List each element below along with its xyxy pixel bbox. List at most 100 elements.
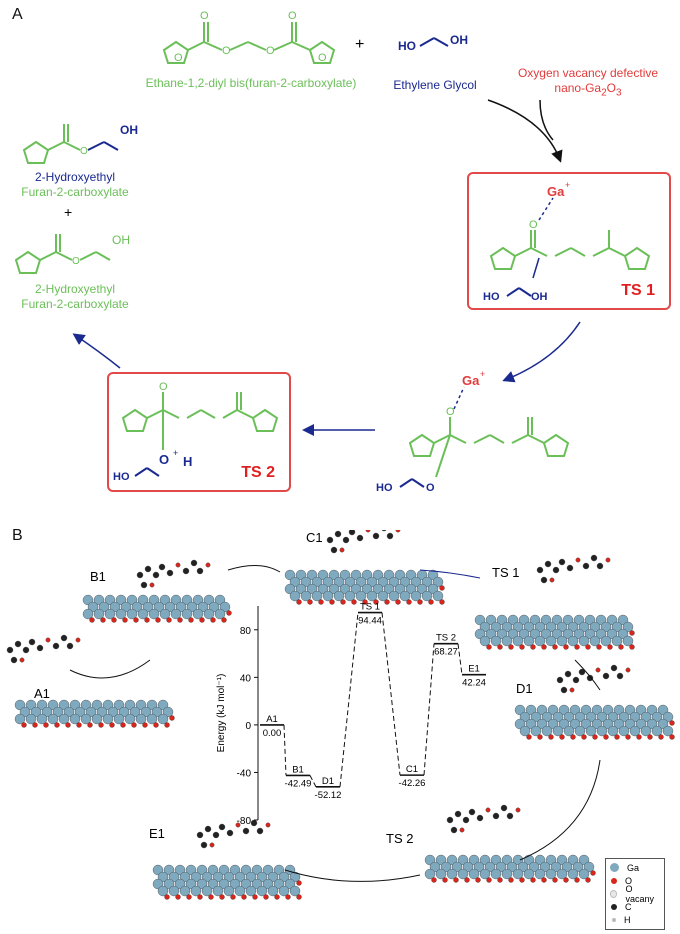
slab-d1-o-atom	[614, 734, 620, 740]
slab-b1-ga-atom	[214, 608, 226, 620]
y-axis-label: Energy (kJ mol⁻¹)	[216, 674, 227, 753]
state-label: B1	[292, 764, 304, 775]
mol-a1-atom	[36, 644, 44, 652]
slab-a1-ga-atom	[157, 713, 169, 725]
mol-ts2-atom	[485, 807, 491, 813]
ts2-h: H	[183, 454, 192, 469]
slab-ts2-ga-atom	[446, 868, 458, 880]
slab-b1-ga-atom	[115, 608, 127, 620]
slab-d1-ga-atom	[607, 725, 619, 737]
slab-ts2-o-atom	[497, 877, 503, 883]
slab-c1-o-atom	[329, 599, 335, 605]
slab-b1-o-atom	[111, 617, 117, 623]
ts1-oh: OH	[531, 291, 548, 303]
connector-curve	[227, 565, 281, 573]
catalyst-sub1: 2	[601, 87, 607, 99]
mol-ts1-atom	[590, 554, 598, 562]
panel-a-arrows	[72, 99, 581, 436]
slab-c1-o-atom	[395, 599, 401, 605]
slab-b1-ga-atom	[170, 608, 182, 620]
slab-b1-ga-atom	[192, 608, 204, 620]
connector-curve	[69, 659, 151, 679]
slab-d1-o-atom	[647, 734, 653, 740]
slab-b1-ga-atom	[104, 608, 116, 620]
slab-ts1-ga-atom	[512, 635, 524, 647]
slab-a1-ga-atom	[146, 713, 158, 725]
slab-d1-ga-atom	[629, 725, 641, 737]
mol-c1-atom	[386, 532, 394, 540]
slab-a1-ga-atom	[47, 713, 59, 725]
slab-ts2-o-atom	[574, 877, 580, 883]
slab-c1-o-atom	[406, 599, 412, 605]
slab-ts1-o-atom	[585, 644, 591, 650]
slab-ts2-o-atom	[508, 877, 514, 883]
legend-item-h: H	[610, 913, 660, 926]
mol-b1-atom	[205, 562, 211, 568]
slab-c1-ga-atom	[289, 590, 301, 602]
slab-ts2-ga-atom	[534, 868, 546, 880]
mol-ts1-atom	[575, 557, 581, 563]
reactant1-name: Ethane-1,2-diyl bis(furan-2-carboxylate)	[145, 76, 357, 90]
slab-ts2-ga-atom	[567, 868, 579, 880]
legend-item-o: O	[610, 874, 660, 887]
catalyst-line2: nano-Ga2O3	[498, 81, 678, 100]
mol-c1-atom	[365, 530, 371, 533]
slab-a1-o-atom	[164, 722, 170, 728]
slab-e1-ga-atom	[234, 885, 246, 897]
slab-c1-ga-atom	[410, 590, 422, 602]
slab-b1-o-atom	[144, 617, 150, 623]
slab-b1-o-atom	[122, 617, 128, 623]
slab-c1-ga-atom	[377, 590, 389, 602]
product2-name: 2-Hydroxyethyl Furan-2-carboxylate	[0, 282, 150, 312]
state-label: TS 1	[360, 602, 380, 613]
mol-a1-atom	[60, 634, 68, 642]
p1-o: O	[80, 146, 88, 157]
legend-item-ovac: O vacany	[610, 884, 660, 904]
slab-e1-o-atom	[175, 894, 181, 900]
mol-ts1-atom	[566, 564, 574, 572]
slab-ts2-o-atom	[431, 877, 437, 883]
mol-e1-atom	[200, 841, 208, 849]
slab-ts2-o-atom	[475, 877, 481, 883]
product1-name: 2-Hydroxyethyl Furan-2-carboxylate	[0, 170, 150, 200]
slab-c1-o-atom	[307, 599, 313, 605]
slab-d1-o-atom	[669, 734, 675, 740]
mol-c1-atom	[330, 546, 338, 554]
svg-text:O: O	[200, 10, 209, 22]
mol-a1-atom	[6, 646, 14, 654]
slab-d1-o-atom	[559, 734, 565, 740]
energy-connector	[423, 643, 435, 776]
slab-b1-o-atom	[177, 617, 183, 623]
ts2-box: O HO O + H TS 2	[107, 372, 291, 492]
mol-d1-atom	[560, 686, 568, 694]
legend-label-ovac: O vacany	[625, 883, 654, 904]
mol-ts2-atom	[454, 810, 462, 818]
slab-ts1-o-atom	[618, 644, 624, 650]
mol-ts2-atom	[506, 812, 514, 820]
slab-d1-o-atom	[625, 734, 631, 740]
slab-b1-o-atom	[188, 617, 194, 623]
int-ga: Ga	[462, 373, 480, 388]
slab-a1-ga-atom	[25, 713, 37, 725]
label-b1: B1	[90, 569, 106, 584]
state-value-label: -42.26	[399, 778, 426, 789]
ts2-label: TS 2	[241, 464, 275, 481]
mol-a1-atom	[19, 657, 25, 663]
slab-a1-o-atom	[65, 722, 71, 728]
slab-b1-ga-atom	[93, 608, 105, 620]
mol-d1-atom	[564, 670, 572, 678]
slab-b1-o-atom	[133, 617, 139, 623]
mol-a1-atom	[66, 642, 74, 650]
c-atom-icon	[611, 903, 617, 910]
mol-d1-atom	[595, 667, 601, 673]
slab-a1-o-atom	[169, 715, 175, 721]
mol-b1-atom	[152, 571, 160, 579]
slab-e1-o-atom	[164, 894, 170, 900]
slab-c1-ga-atom	[399, 590, 411, 602]
ts2-o-charge: +	[173, 448, 178, 458]
reactant2-name: Ethylene Glycol	[393, 78, 477, 92]
state-value-label: -52.12	[315, 790, 342, 801]
mol-a1-atom	[45, 637, 51, 643]
slab-e1-ga-atom	[190, 885, 202, 897]
ts1-o: O	[529, 219, 538, 231]
